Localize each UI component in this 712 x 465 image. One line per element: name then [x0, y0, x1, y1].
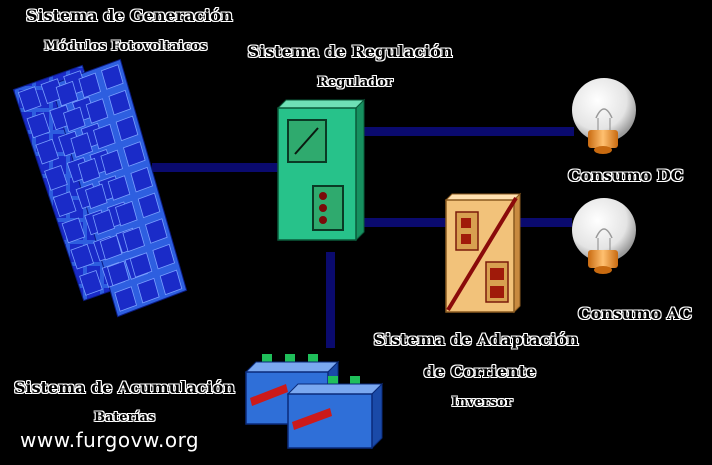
panel-cell: [114, 286, 137, 312]
panel-cell: [137, 192, 161, 219]
panel-cell: [123, 141, 146, 167]
panel-cell: [52, 191, 77, 218]
panel-cell: [137, 277, 160, 304]
regulator-icon: [276, 98, 366, 242]
panel-cell: [107, 175, 131, 201]
panel-cell: [77, 157, 101, 184]
panel-cell: [26, 112, 51, 139]
consumo-dc-label: Consumo DC: [568, 166, 684, 185]
accumulation-title: Sistema de Acumulación: [14, 378, 235, 397]
wires: [152, 127, 574, 348]
wire-regulator-dc: [364, 127, 574, 136]
panel-cell: [152, 243, 175, 270]
panel-cell: [115, 115, 139, 142]
panel-cell: [70, 243, 95, 270]
adaptation-subtitle: Inversor: [451, 395, 513, 410]
panel-cell: [107, 260, 130, 287]
panel-cell: [17, 86, 42, 113]
panel-cell: [129, 252, 153, 278]
adaptation-title-line1: Sistema de Adaptación: [373, 330, 579, 349]
panel-cell: [92, 209, 115, 235]
panel-cell: [85, 98, 109, 124]
panel-cell: [159, 269, 183, 296]
panel-cell: [85, 183, 108, 210]
panel-cell: [130, 166, 153, 193]
panel-cell: [79, 269, 103, 296]
panel-cell: [61, 217, 86, 244]
lightbulb-dc-icon: [572, 78, 636, 154]
panel-cell: [122, 226, 145, 253]
panel-cell: [99, 234, 123, 261]
wire-panel-regulator: [152, 163, 278, 172]
lightbulb-ac-icon: [572, 198, 636, 274]
wire-regulator-inverter: [364, 218, 446, 227]
wire-regulator-battery: [326, 252, 335, 348]
accumulation-subtitle: Baterías: [94, 410, 156, 425]
panel-cell: [70, 132, 93, 158]
wire-inverter-ac: [520, 218, 572, 227]
generation-subtitle: Módulos Fotovoltaicos: [44, 39, 208, 54]
panel-cell: [115, 200, 138, 227]
inverter-icon: [444, 192, 522, 314]
adaptation-title-line2: de Corriente: [423, 362, 537, 381]
generation-title: Sistema de Generación: [26, 6, 233, 25]
watermark-url: www.furgovw.org: [20, 428, 200, 452]
panel-cell: [101, 64, 124, 90]
panel-cell: [35, 138, 60, 165]
panel-cell: [93, 123, 116, 150]
panel-cell: [78, 72, 101, 99]
consumo-ac-label: Consumo AC: [578, 304, 692, 323]
regulation-title: Sistema de Regulación: [247, 42, 453, 61]
regulation-subtitle: Regulador: [317, 75, 393, 90]
panel-cell: [44, 164, 68, 191]
panel-cell: [145, 218, 168, 244]
panel-cells: [17, 64, 183, 312]
panel-cell: [63, 106, 86, 133]
panel-cell: [55, 80, 79, 107]
panel-cell: [100, 149, 123, 176]
batteries-icon: [244, 354, 384, 450]
panel-cell: [108, 89, 131, 116]
